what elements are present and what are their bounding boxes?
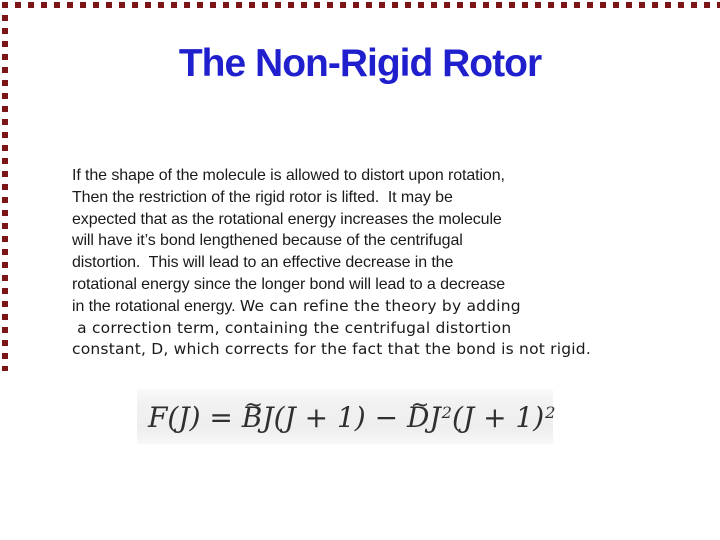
tilde-mark: ~ — [244, 392, 264, 419]
body-line-accent-text: a correction term, containing the centri… — [72, 318, 512, 337]
body-line-text: distortion. This will lead to an effecti… — [72, 254, 454, 272]
formula-superscript: 2 — [441, 403, 453, 423]
body-line-text: will have it’s bond lengthened because o… — [72, 232, 463, 250]
body-line: rotational energy since the longer bond … — [72, 274, 692, 296]
body-line-text: Then the restriction of the rigid rotor … — [72, 188, 453, 206]
top-dotted-border — [2, 2, 720, 8]
body-line: constant, D, which corrects for the fact… — [72, 339, 692, 361]
body-line: Then the restriction of the rigid rotor … — [72, 187, 692, 209]
body-line-text: expected that as the rotational energy i… — [72, 210, 502, 228]
formula-superscript: 2 — [545, 403, 556, 423]
slide-title: The Non-Rigid Rotor — [178, 42, 542, 85]
body-line: If the shape of the molecule is allowed … — [72, 165, 692, 187]
left-dotted-border — [2, 15, 8, 371]
formula-segment: J — [429, 401, 441, 434]
body-text-block: If the shape of the molecule is allowed … — [72, 165, 692, 361]
formula-image: F(J) = ~BJ(J + 1) − ~DJ2(J + 1)2 — [137, 389, 556, 444]
formula-segment: B — [241, 401, 263, 434]
body-line: distortion. This will lead to an effecti… — [72, 252, 692, 274]
formula-segment: F(J) = — [148, 401, 242, 434]
tilde-mark: ~ — [410, 392, 430, 419]
rotational-term-formula: F(J) = ~BJ(J + 1) − ~DJ2(J + 1)2 — [137, 392, 556, 434]
body-line: will have it’s bond lengthened because o… — [72, 230, 692, 252]
body-line-accent-text: We can refine the theory by adding — [239, 296, 521, 315]
d-tilde: ~D — [406, 392, 430, 434]
formula-segment: (J + 1) — [452, 401, 545, 434]
body-line-text: in the rotational energy. — [72, 297, 240, 315]
body-line: expected that as the rotational energy i… — [72, 209, 692, 231]
body-line-text: rotational energy since the longer bond … — [72, 275, 506, 293]
body-line: in the rotational energy. We can refine … — [72, 296, 692, 318]
body-line: a correction term, containing the centri… — [72, 318, 692, 340]
formula-segment: D — [406, 401, 430, 434]
body-line-accent-text: constant, D, which corrects for the fact… — [72, 340, 591, 359]
b-tilde: ~B — [241, 392, 263, 434]
formula-segment: J(J + 1) − — [262, 401, 407, 434]
body-line-text: If the shape of the molecule is allowed … — [72, 167, 505, 184]
